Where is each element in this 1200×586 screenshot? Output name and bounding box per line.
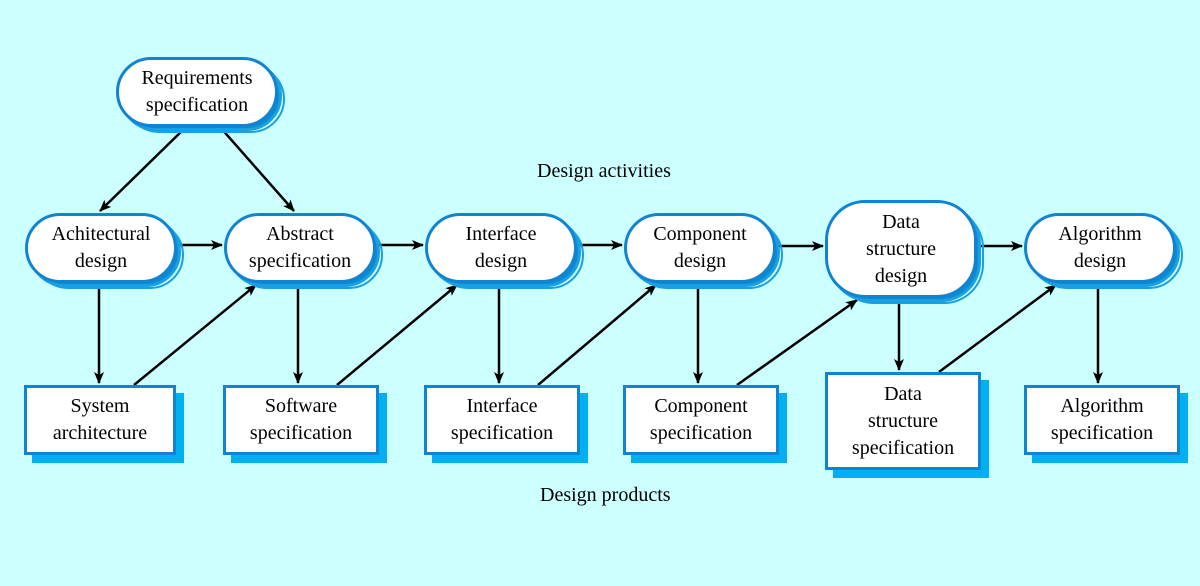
component-design-activity-node: Component design [624,213,783,289]
design-products-label: Design products [540,484,671,506]
node-label-line: design [74,250,128,272]
node-body: Abstract specification [224,213,376,283]
requirements-activity-node: Requirements specification [116,57,285,133]
node-label-line: design [673,250,727,272]
node-body: Software specification [223,385,379,455]
node-label-line: Software [264,395,338,417]
arrow-data-structure-specification-to-algorithm-design [938,283,1057,374]
node-body: Interface design [425,213,577,283]
interface-specification-product-node: Interface specification [424,385,588,463]
arrow-component-specification-to-data-structure-design [736,298,858,387]
node-body: Data structure specification [825,372,981,470]
arrow-interface-specification-to-component-design [537,284,657,386]
node-body: Component specification [623,385,779,455]
node-label-line: System [70,395,130,417]
node-label-line: Interface [466,395,538,417]
node-label-line: structure [868,409,938,432]
algorithm-design-activity-node: Algorithm design [1024,213,1183,289]
node-label-line: architecture [52,422,148,444]
software-specification-product-node: Software specification [223,385,387,463]
node-label-line: specification [851,436,955,459]
arrow-system-architecture-to-abstract-specification [133,284,257,386]
arrow-requirements-to-architectural-design [99,126,187,212]
design-activities-label: Design activities [537,160,671,182]
node-label-line: Data [882,210,920,233]
abstract-specification-activity-node: Abstract specification [224,213,383,289]
arrow-requirements-to-abstract-specification [219,126,295,212]
node-label-line: Data [884,382,922,405]
node-label-line: Abstract [266,223,334,245]
node-label-line: specification [450,422,554,444]
architectural-design-activity-node: Achitectural design [25,213,184,289]
node-body: System architecture [24,385,176,455]
data-structure-specification-product-node: Data structure specification [825,372,989,478]
node-label-line: specification [145,94,249,116]
node-body: Data structure design [825,200,977,298]
system-architecture-product-node: System architecture [24,385,184,463]
algorithm-specification-product-node: Algorithm specification [1024,385,1188,463]
node-label-line: Achitectural [51,223,151,245]
node-label-line: Component [653,223,747,245]
node-body: Component design [624,213,776,283]
node-label-line: Algorithm [1058,223,1142,245]
node-label-line: Algorithm [1060,395,1144,417]
component-specification-product-node: Component specification [623,385,787,463]
node-label-line: specification [649,422,753,444]
node-label-line: specification [248,250,352,272]
data-structure-design-activity-node: Data structure design [825,200,984,304]
node-label-line: specification [249,422,353,444]
arrow-software-specification-to-interface-design [336,284,458,386]
node-label-line: design [474,250,528,272]
interface-design-activity-node: Interface design [425,213,584,289]
node-label-line: design [874,264,928,287]
node-label-line: specification [1050,422,1154,444]
node-body: Algorithm design [1024,213,1176,283]
node-body: Algorithm specification [1024,385,1180,455]
node-label-line: Component [654,395,748,417]
node-body: Achitectural design [25,213,177,283]
node-label-line: structure [866,237,936,260]
node-label-line: Interface [465,223,537,245]
node-label-line: design [1073,250,1127,272]
node-body: Requirements specification [116,57,278,127]
node-label-line: Requirements [141,67,253,89]
node-body: Interface specification [424,385,580,455]
